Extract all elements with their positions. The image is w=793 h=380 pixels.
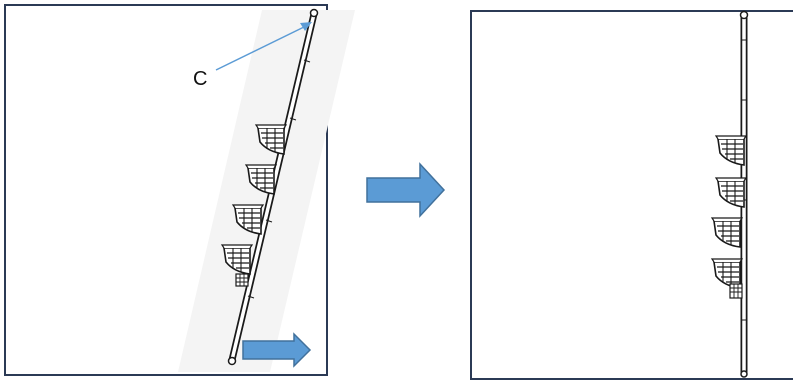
pole-bottom-cap xyxy=(229,358,236,365)
pole-top-label: C xyxy=(193,68,207,91)
pole-top-cap-upright xyxy=(741,12,748,19)
pole-bottom-cap-upright xyxy=(741,371,747,377)
pole-top-cap xyxy=(311,10,318,17)
basket-3-upright xyxy=(712,218,742,247)
hanging-caddy-upright xyxy=(730,284,742,298)
transition-arrow-icon xyxy=(367,164,444,216)
hanging-caddy-tilted xyxy=(236,274,248,286)
basket-1-upright xyxy=(716,136,746,165)
basket-2-upright xyxy=(716,178,746,207)
